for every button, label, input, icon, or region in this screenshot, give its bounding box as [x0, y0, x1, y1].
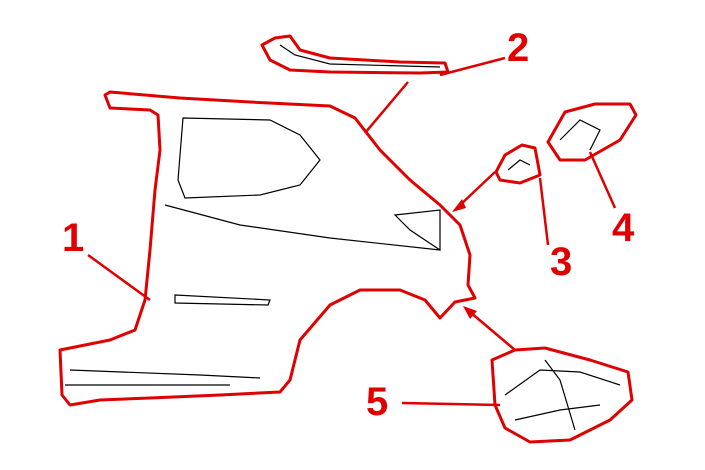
- leader-line-4: [588, 151, 617, 209]
- arrow-part-3-to-panel: [452, 171, 496, 212]
- leader-line-2a: [439, 56, 506, 77]
- leader-line-5: [401, 401, 501, 407]
- callout-3: 3: [550, 240, 573, 284]
- part-2-roof-rail: [260, 34, 450, 75]
- leader-line-3: [538, 177, 550, 246]
- part-5-wheelhouse: [490, 346, 634, 444]
- part-1-quarter-panel: [58, 90, 477, 407]
- part-3-bracket: [494, 143, 542, 185]
- callout-4: 4: [612, 206, 635, 250]
- callout-2: 2: [507, 26, 530, 70]
- callout-5: 5: [366, 380, 389, 424]
- leader-line-2b: [364, 81, 409, 134]
- leader-line-1: [87, 253, 151, 302]
- callout-1: 1: [62, 216, 85, 260]
- part-4-bracket: [546, 102, 638, 162]
- arrow-part-5-to-panel: [463, 306, 516, 351]
